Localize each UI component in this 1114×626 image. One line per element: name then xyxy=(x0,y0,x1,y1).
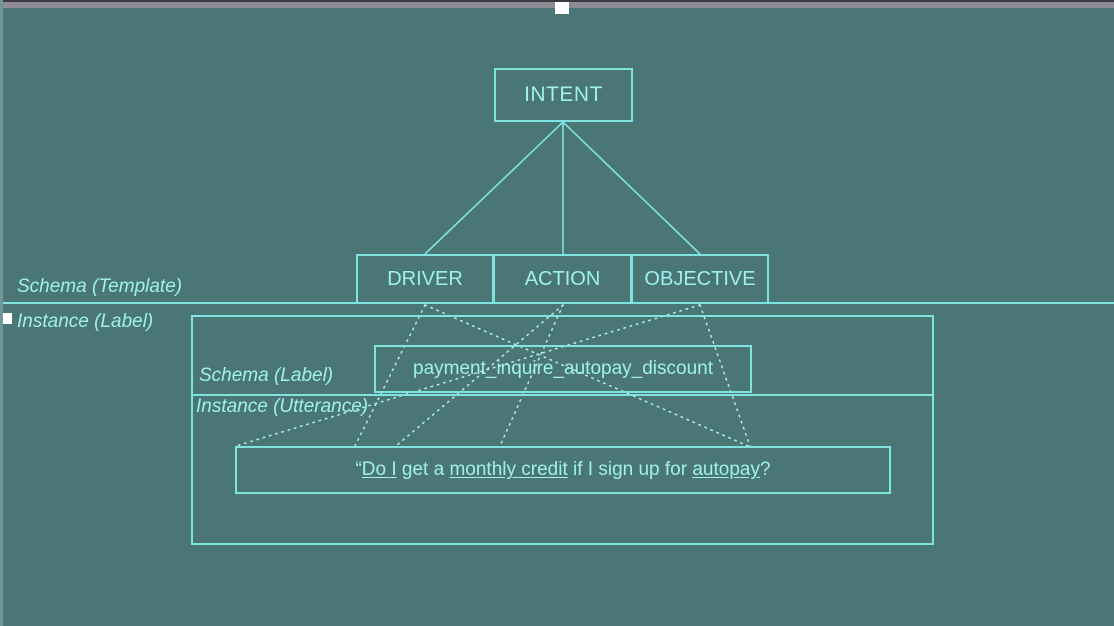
slot-box-driver[interactable]: DRIVER xyxy=(356,254,494,304)
utterance-span-driver: Do I xyxy=(361,459,397,480)
utterance-open-quote: “ xyxy=(355,459,362,480)
left-scrollbar-handle[interactable] xyxy=(3,313,12,324)
row-label-instance-utterance: Instance (Utterance) xyxy=(196,396,369,417)
utterance-end-punct: ? xyxy=(759,459,771,480)
utterance-span-objective: autopay xyxy=(692,459,760,480)
row-label-schema-label: Schema (Label) xyxy=(199,365,334,386)
schema-label-value-box[interactable]: payment_inquire_autopay_discount xyxy=(374,345,752,393)
utterance-text: “Do I get a monthly credit if I sign up … xyxy=(355,459,770,481)
edge-intent-objective xyxy=(562,121,701,255)
slot-label-objective: OBJECTIVE xyxy=(644,267,756,290)
instance-container xyxy=(191,315,934,545)
utterance-sep-2: if I sign up for xyxy=(567,459,693,480)
window-top-bar xyxy=(3,0,1114,14)
slot-label-driver: DRIVER xyxy=(387,267,463,290)
intent-root-label: INTENT xyxy=(524,83,603,106)
utterance-span-action: monthly credit xyxy=(449,459,568,480)
plane-label-instance-label: Instance (Label) xyxy=(17,311,154,332)
schema-label-value: payment_inquire_autopay_discount xyxy=(413,358,713,379)
utterance-box[interactable]: “Do I get a monthly credit if I sign up … xyxy=(235,446,891,494)
utterance-sep-1: get a xyxy=(396,459,450,480)
schema-label-row-divider xyxy=(191,394,934,396)
intent-root-box[interactable]: INTENT xyxy=(494,68,633,122)
plane-label-schema-template: Schema (Template) xyxy=(17,276,183,297)
slot-box-objective[interactable]: OBJECTIVE xyxy=(631,254,769,304)
slot-label-action: ACTION xyxy=(524,267,601,290)
top-scrollbar-handle[interactable] xyxy=(555,2,569,14)
edge-intent-driver xyxy=(424,121,564,255)
plane-divider-line xyxy=(3,302,1114,304)
slot-box-action[interactable]: ACTION xyxy=(493,254,632,304)
